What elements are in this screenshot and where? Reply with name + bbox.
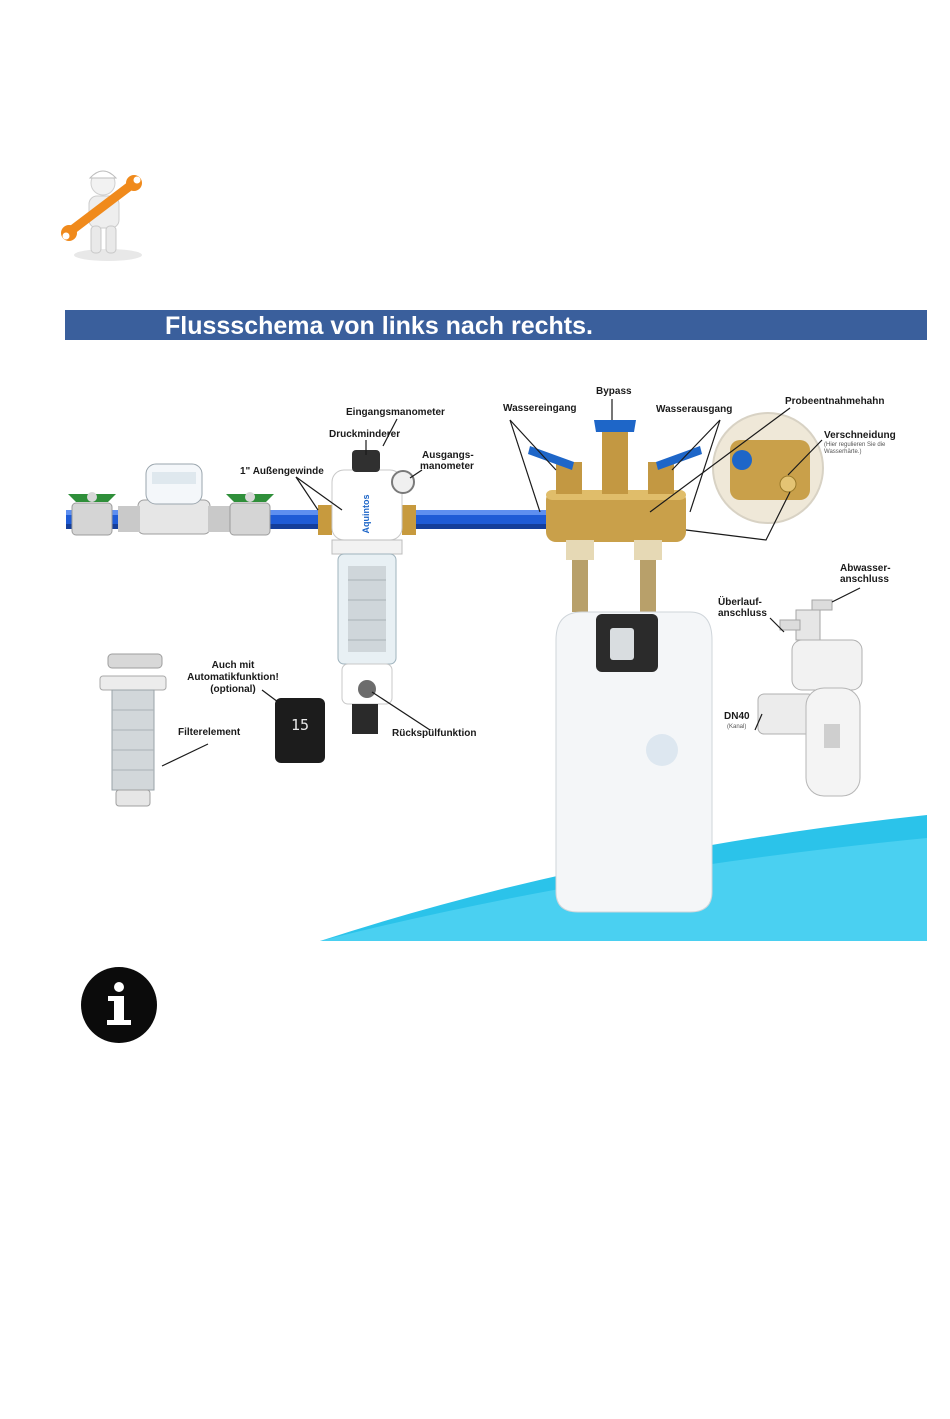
label-ausgangsmanometer-2: manometer: [420, 461, 474, 472]
water-meter: [118, 463, 230, 535]
label-wasserausgang: Wasserausgang: [656, 404, 733, 415]
label-ueberlauf-2: anschluss: [718, 608, 767, 619]
label-dn40: DN40: [724, 711, 750, 722]
label-aussengewinde: 1" Außengewinde: [240, 466, 324, 477]
label-kanal: (Kanal): [727, 724, 747, 730]
controller-display: 15: [290, 716, 310, 734]
label-rueckspuel: Rückspülfunktion: [392, 728, 477, 739]
label-verschneidung: Verschneidung: [824, 430, 896, 441]
ball-valve-right: [226, 492, 274, 536]
label-eingangsmanometer: Eingangsmanometer: [346, 407, 445, 418]
leader-lines: [161, 399, 861, 767]
label-bypass: Bypass: [596, 386, 632, 397]
water-softener: [555, 611, 713, 913]
label-verschneidung-note-1: (Hier regulieren Sie die: [824, 442, 886, 448]
siphon: [757, 599, 863, 797]
bypass-block: [528, 420, 702, 612]
detail-magnifier: [712, 412, 824, 524]
label-probeentnahmehahn: Probeentnahmehahn: [785, 396, 885, 407]
ball-valve-left: [68, 492, 116, 536]
label-druckminderer: Druckminderer: [329, 429, 401, 440]
banner-title: Flussschema von links nach rechts.: [165, 312, 593, 340]
label-wassereingang: Wassereingang: [503, 403, 577, 414]
label-ueberlauf-1: Überlauf-: [718, 597, 762, 608]
label-verschneidung-note-2: Wasserhärte.): [824, 449, 862, 455]
label-ausgangsmanometer-1: Ausgangs-: [422, 450, 474, 461]
label-abwasser-2: anschluss: [840, 574, 889, 585]
backwash-filter: [318, 450, 416, 734]
section-banner: Flussschema von links nach rechts.: [65, 310, 927, 340]
label-filterelement: Filterelement: [178, 727, 241, 738]
label-automatik-1: Auch mit: [211, 660, 255, 671]
label-abwasser-1: Abwasser-: [840, 563, 891, 574]
label-automatik-3: (optional): [210, 684, 256, 695]
label-automatik-2: Automatikfunktion!: [187, 672, 279, 683]
filter-element: [99, 653, 167, 807]
automatic-controller: [275, 698, 325, 763]
